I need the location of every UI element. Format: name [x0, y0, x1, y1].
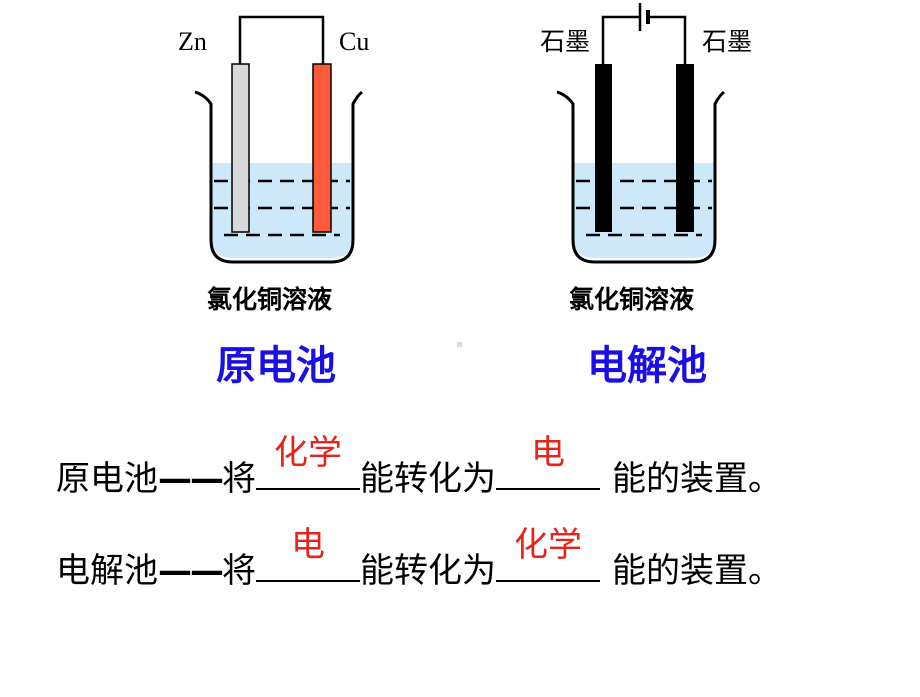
- graphite-electrode-left: [595, 64, 612, 232]
- answer-blank: 化学: [256, 433, 360, 490]
- sentence-dash: ——: [158, 551, 224, 591]
- galvanic-wire: [238, 15, 325, 64]
- graphite-label-right: 石墨: [702, 27, 753, 56]
- answer-text: 化学: [274, 433, 342, 473]
- galvanic-title: 原电池: [216, 343, 336, 389]
- sentence-subject: 原电池: [56, 459, 158, 499]
- sentence-subject: 电解池: [56, 551, 158, 591]
- answer-blank: 电: [496, 433, 600, 490]
- graphite-electrode-right: [676, 64, 694, 232]
- answer-blank: 电: [256, 525, 360, 582]
- sentence-ending: 能的装置。: [612, 551, 782, 591]
- copper-electrode: [312, 63, 332, 233]
- electrolytic-title: 电解池: [587, 343, 707, 389]
- sentence-dash: ——: [158, 459, 224, 499]
- sentence-middle: 能转化为: [360, 459, 496, 499]
- answer-text: 电: [291, 525, 325, 565]
- galvanic-beaker: [194, 90, 363, 264]
- answer-text: 电: [531, 433, 565, 473]
- solution-label-left: 氯化铜溶液: [207, 285, 333, 314]
- electrolytic-wire-left: [601, 15, 640, 64]
- sentence-verb: 将: [222, 551, 256, 591]
- electrolytic-wire-right: [648, 15, 687, 64]
- answer-text: 化学: [514, 525, 582, 565]
- copper-label: Cu: [339, 27, 370, 56]
- graphite-label-left: 石墨: [540, 27, 591, 56]
- zinc-electrode: [231, 63, 250, 233]
- answer-blank: 化学: [496, 525, 600, 582]
- sentence-ending: 能的装置。: [612, 459, 782, 499]
- electrolytic-cell: [556, 3, 725, 264]
- definition-sentence-electrolytic: 电解池——将电能转化为化学能的装置。: [56, 525, 782, 592]
- sentence-verb: 将: [222, 459, 256, 499]
- definition-sentence-galvanic: 原电池——将化学能转化为电能的装置。: [56, 433, 782, 500]
- zinc-label: Zn: [178, 27, 207, 56]
- solution-label-right: 氯化铜溶液: [569, 285, 695, 314]
- center-dot: [457, 342, 462, 347]
- electrolytic-beaker: [556, 90, 725, 264]
- sentence-middle: 能转化为: [360, 551, 496, 591]
- galvanic-cell: [194, 15, 363, 264]
- battery-icon: [638, 3, 650, 31]
